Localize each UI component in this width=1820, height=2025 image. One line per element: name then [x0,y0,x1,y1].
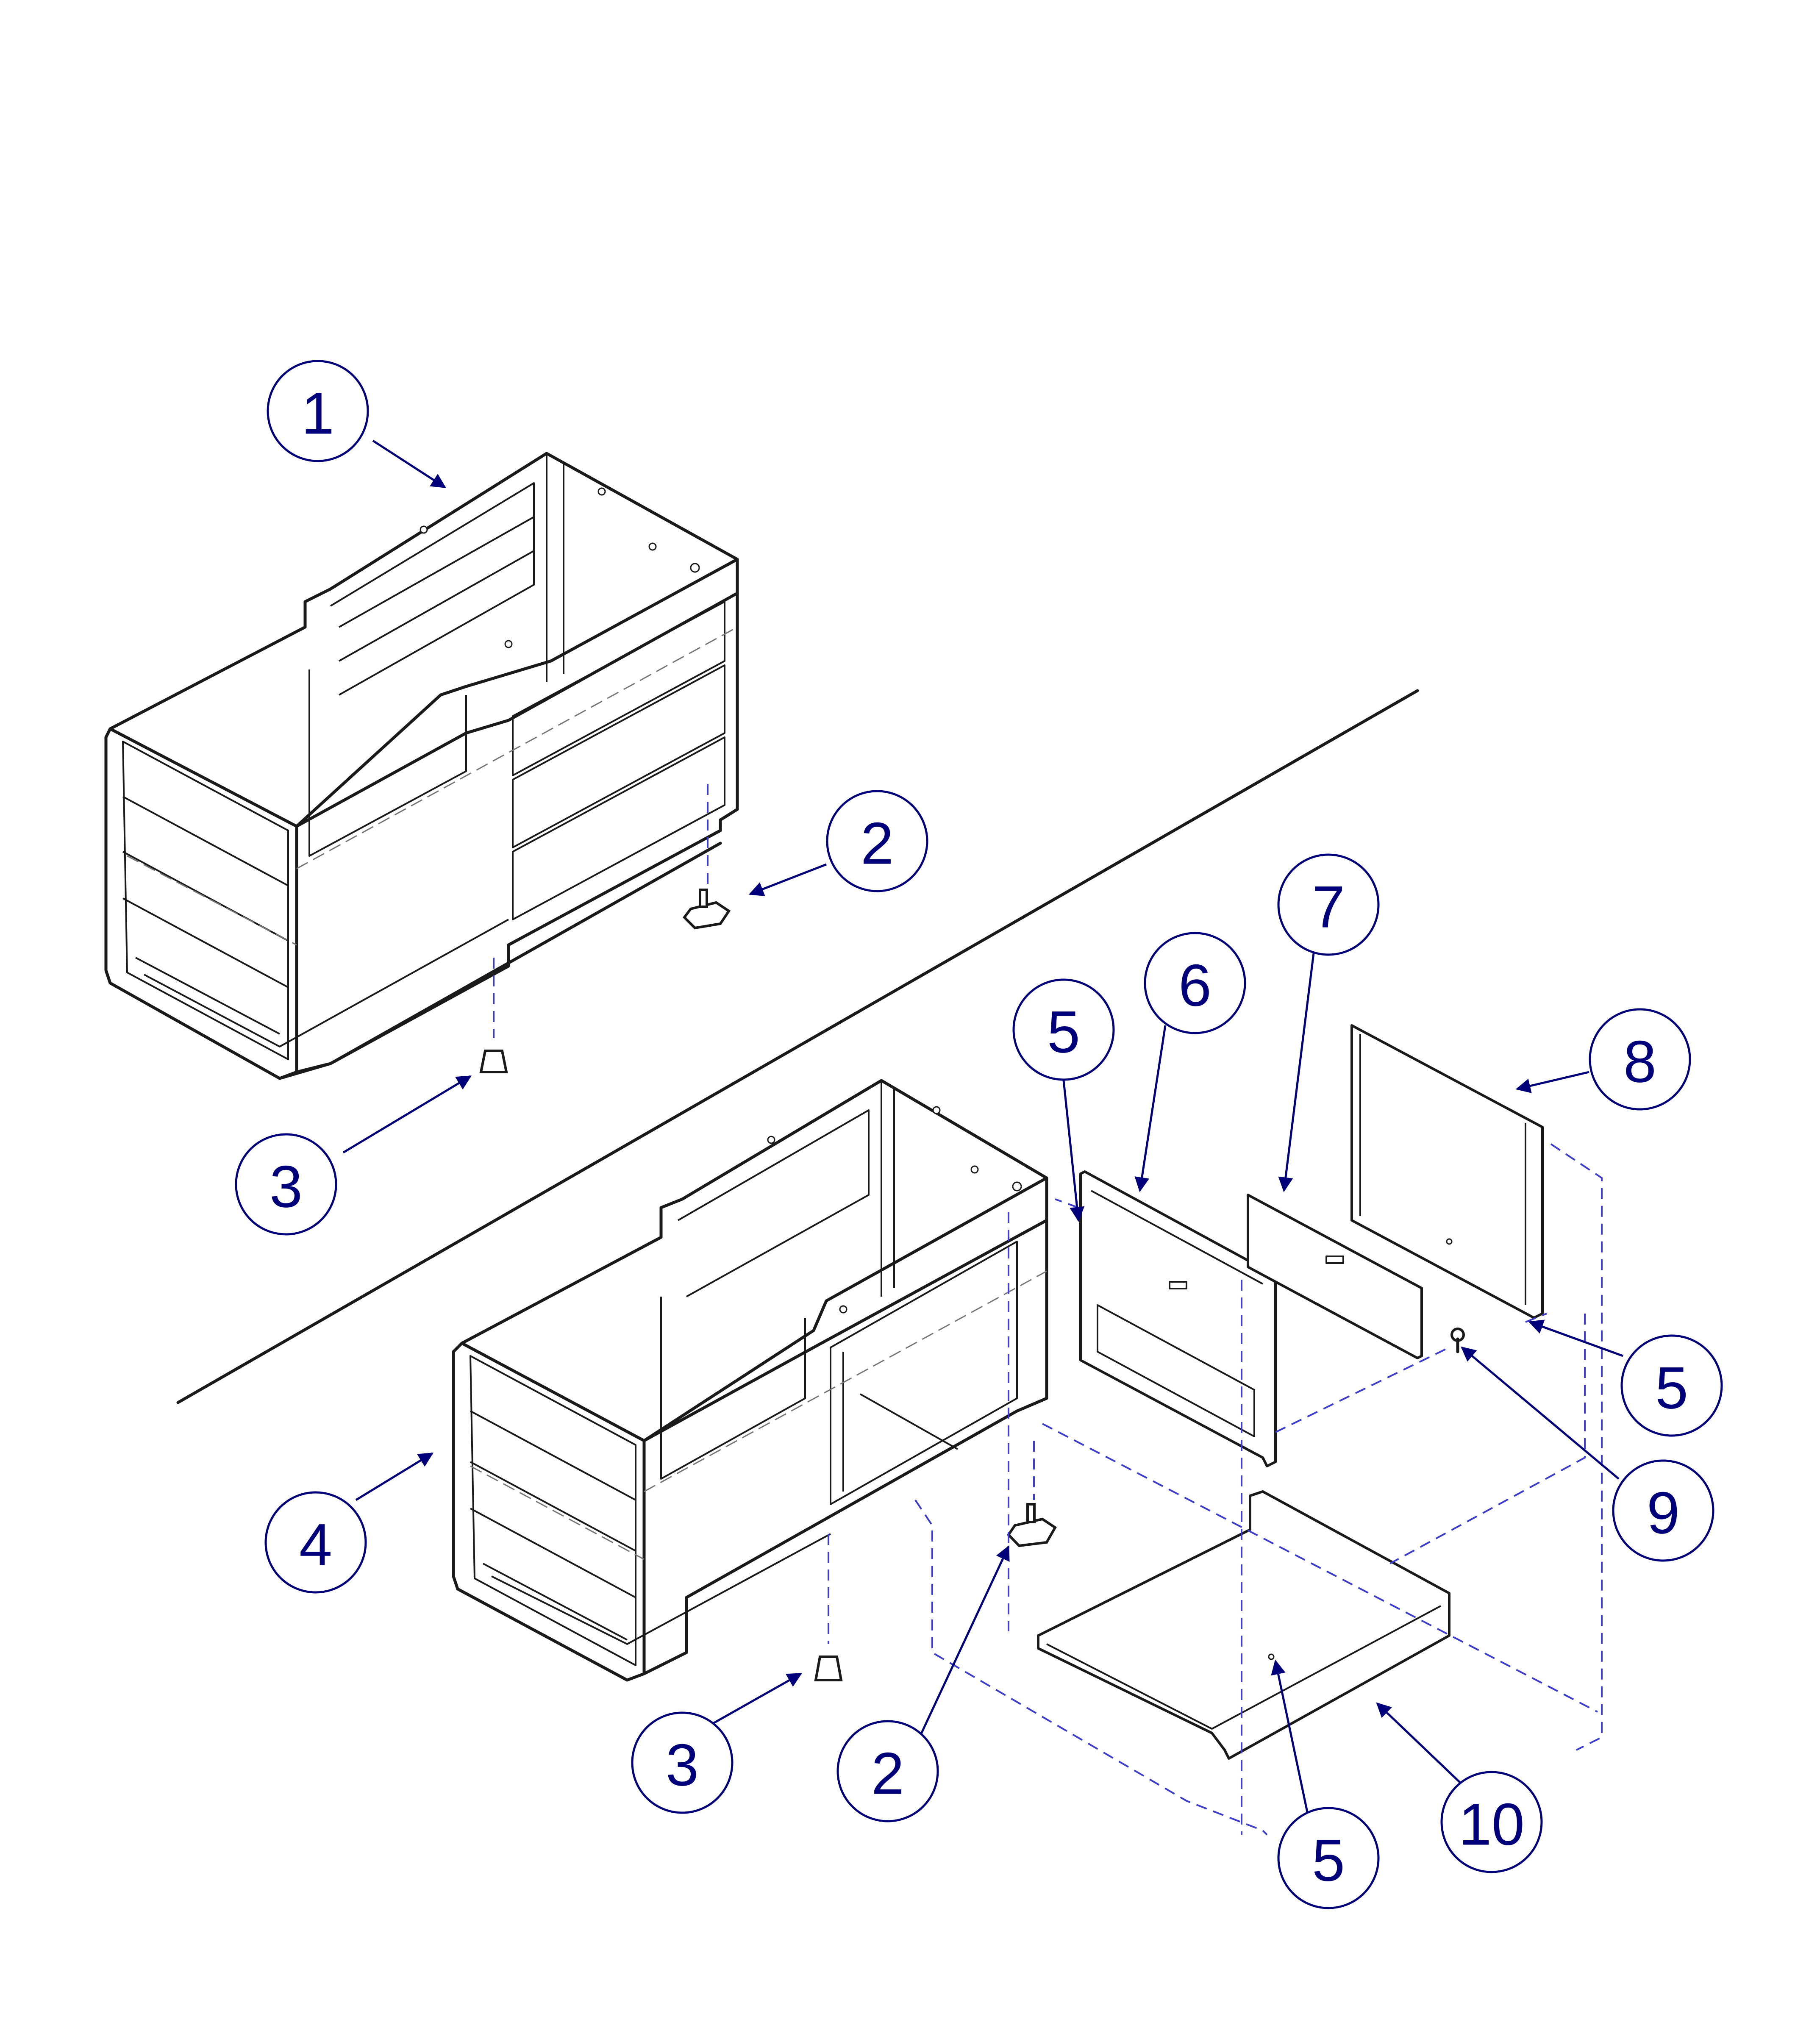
screw-item9 [1450,1328,1465,1353]
back-panel-item8 [1350,1024,1544,1319]
view-divider-line [176,689,1419,1404]
callout-4-label: 4 [299,1511,332,1578]
callout-8: 8 [1589,1008,1691,1111]
callout-9-label: 9 [1647,1480,1680,1546]
cover-panel-item7 [1247,1194,1423,1359]
callout-7-label: 7 [1312,874,1345,940]
callout-1-label: 1 [301,380,334,447]
frame-assembly-upper [104,452,739,1080]
leveling-foot-lower [1007,1441,1057,1547]
callout-2-lower-label: 2 [871,1740,904,1807]
bumper-foot-lower [814,1534,843,1681]
callout-3-upper-label: 3 [270,1153,303,1220]
bumper-foot-upper [479,958,508,1073]
callout-6-label: 6 [1178,952,1211,1019]
callout-5-side: 5 [1012,978,1115,1081]
callout-9: 9 [1612,1459,1714,1562]
callout-5-tray: 5 [1277,1807,1380,1909]
callout-2-lower: 2 [836,1720,939,1822]
callout-5-back-label: 5 [1655,1355,1688,1421]
callout-1: 1 [267,360,369,462]
callout-6: 6 [1144,932,1246,1034]
callout-3-upper: 3 [235,1133,337,1236]
callout-7: 7 [1277,853,1380,956]
callout-5-side-label: 5 [1047,999,1080,1065]
callout-5-back: 5 [1620,1334,1723,1437]
callout-5-tray-label: 5 [1312,1827,1345,1894]
callout-2-upper: 2 [826,790,928,892]
side-panel-item6 [1079,1170,1277,1467]
callout-8-label: 8 [1623,1028,1656,1095]
callout-3-lower: 3 [631,1711,734,1814]
callout-2-upper-label: 2 [861,810,894,877]
bottom-tray-item10 [1037,1490,1450,1760]
callout-leaders [342,439,1623,1822]
leveling-foot-upper [683,784,731,930]
callout-10: 10 [1440,1771,1543,1873]
callout-3-lower-label: 3 [666,1732,699,1798]
frame-assembly-lower [452,1079,1048,1682]
callout-4: 4 [264,1491,367,1594]
callout-10-label: 10 [1459,1791,1525,1858]
